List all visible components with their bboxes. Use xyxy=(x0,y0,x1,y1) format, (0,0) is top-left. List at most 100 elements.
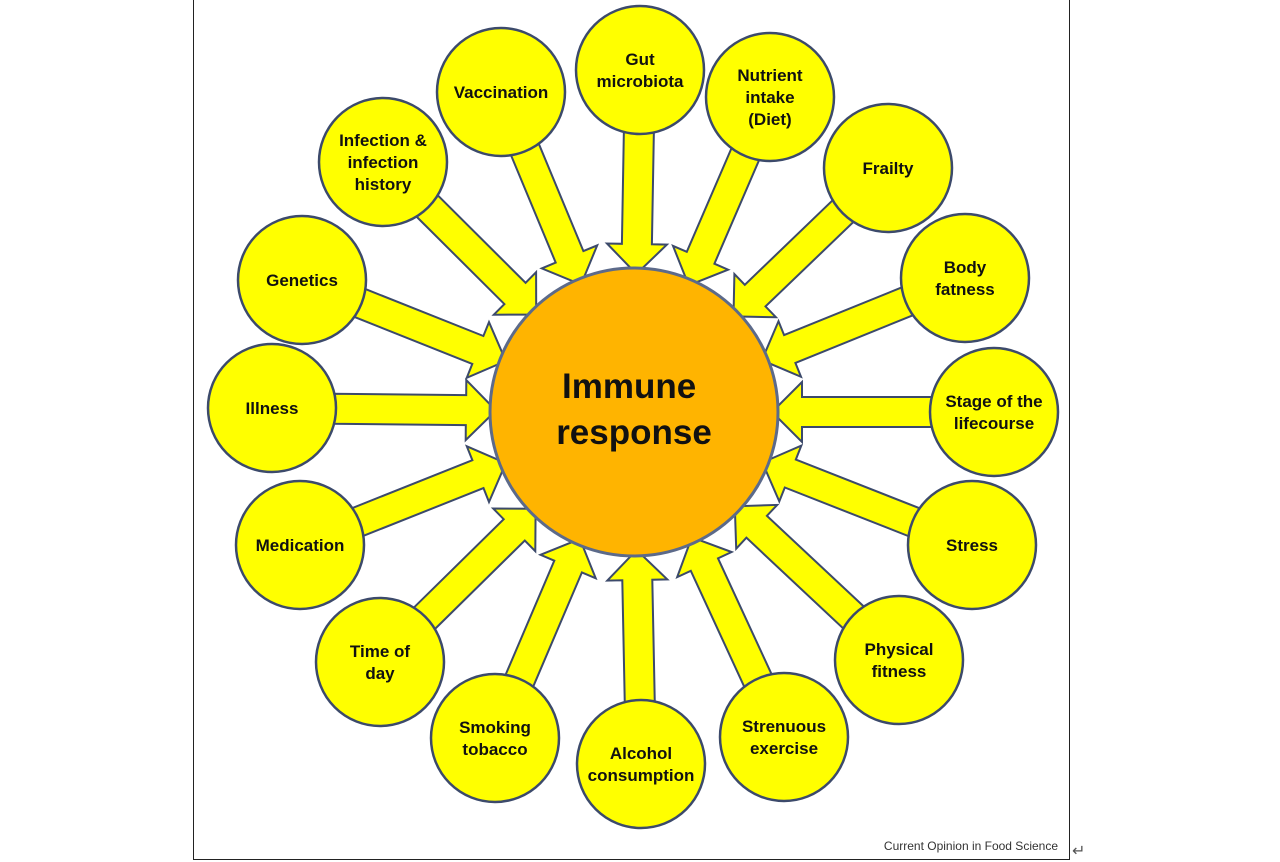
factor-bubble xyxy=(906,479,1038,611)
factor-bubble xyxy=(206,342,338,474)
factor-label-line: Medication xyxy=(256,536,345,555)
factor-label-line: Smoking xyxy=(459,718,531,737)
factor-bubble xyxy=(928,346,1060,478)
factor-bubble xyxy=(704,31,836,163)
center-label-line: response xyxy=(556,413,712,452)
factor-node-alcohol-consumption: Alcohol consumption xyxy=(575,698,707,830)
factor-label-line: tobacco xyxy=(462,740,527,759)
factor-label-line: day xyxy=(365,664,395,683)
arrow-gut-microbiota xyxy=(604,128,670,276)
factor-label: Strenuous exercise xyxy=(742,717,826,758)
factor-bubble xyxy=(429,672,561,804)
factor-label: Stress xyxy=(946,536,998,555)
source-credit: Current Opinion in Food Science xyxy=(883,839,1058,853)
center-label: Immune response xyxy=(556,367,712,452)
center-node: Immune response xyxy=(488,266,780,558)
factor-label: Illness xyxy=(246,399,299,418)
factor-node-frailty: Frailty xyxy=(822,102,954,234)
factor-node-infection-history: Infection & infection history xyxy=(317,96,449,228)
factor-label-line: Stage of the xyxy=(945,392,1042,411)
arrow-infection-history xyxy=(413,192,538,316)
arrow-medication xyxy=(348,444,508,538)
factor-label: Infection & infection history xyxy=(339,131,427,194)
factor-label-line: Genetics xyxy=(266,271,338,290)
factor-bubble xyxy=(314,596,446,728)
factor-label: Frailty xyxy=(862,159,914,178)
arrow-body-fatness xyxy=(760,285,917,379)
factor-label-line: infection xyxy=(348,153,419,172)
factor-label-line: Infection & xyxy=(339,131,427,150)
factor-bubble xyxy=(574,4,706,136)
arrow-stress xyxy=(761,443,923,539)
arrow-stage-of-lifecourse xyxy=(770,379,935,445)
factor-label: Medication xyxy=(256,536,345,555)
factor-label: Alcohol consumption xyxy=(588,744,695,785)
factor-node-smoking-tobacco: Smoking tobacco xyxy=(429,672,561,804)
factor-label-line: Vaccination xyxy=(454,83,548,102)
factor-bubble xyxy=(435,26,567,158)
factor-bubble xyxy=(718,671,850,803)
factor-label-line: lifecourse xyxy=(954,414,1034,433)
factor-label-line: history xyxy=(355,175,412,194)
arrow-alcohol-consumption xyxy=(604,548,670,706)
arrow-time-of-day xyxy=(410,507,537,633)
factor-node-medication: Medication xyxy=(234,479,366,611)
factor-bubble xyxy=(575,698,707,830)
factor-label-line: (Diet) xyxy=(748,110,791,129)
arrow-frailty xyxy=(732,197,857,319)
factor-label-line: Strenuous xyxy=(742,717,826,736)
factor-node-strenuous-exercise: Strenuous exercise xyxy=(718,671,850,803)
factor-label-line: Time of xyxy=(350,642,410,661)
factor-label: Body fatness xyxy=(935,258,995,299)
return-mark-glyph: ↵ xyxy=(1072,841,1086,860)
arrow-vaccination xyxy=(508,140,600,286)
factor-label: Nutrient intake (Diet) xyxy=(737,66,803,129)
center-circle xyxy=(488,266,780,558)
factor-label-line: fitness xyxy=(872,662,927,681)
center-label-line: Immune xyxy=(562,367,696,406)
factor-bubble xyxy=(833,594,965,726)
factor-label: Physical fitness xyxy=(865,640,934,681)
factor-node-illness: Illness xyxy=(206,342,338,474)
factor-bubble xyxy=(822,102,954,234)
factor-node-vaccination: Vaccination xyxy=(435,26,567,158)
factor-label-line: Alcohol xyxy=(610,744,672,763)
arrow-smoking-tobacco xyxy=(503,537,598,691)
factor-label: Stage of the lifecourse xyxy=(945,392,1042,433)
factor-bubble xyxy=(899,212,1031,344)
factor-label-line: Frailty xyxy=(862,159,914,178)
factor-label-line: Illness xyxy=(246,399,299,418)
factor-label-line: Nutrient xyxy=(737,66,803,85)
factor-node-body-fatness: Body fatness xyxy=(899,212,1031,344)
arrow-illness xyxy=(330,377,498,443)
arrow-nutrient-intake xyxy=(671,144,762,287)
factor-node-physical-fitness: Physical fitness xyxy=(833,594,965,726)
factor-node-genetics: Genetics xyxy=(236,214,368,346)
factor-label-line: fatness xyxy=(935,280,995,299)
factor-node-stage-of-lifecourse: Stage of the lifecourse xyxy=(928,346,1060,478)
arrows-layer xyxy=(330,128,935,706)
arrow-genetics xyxy=(350,286,508,380)
factor-label: Genetics xyxy=(266,271,338,290)
arrow-physical-fitness xyxy=(733,503,867,632)
factor-node-stress: Stress xyxy=(906,479,1038,611)
factor-label-line: microbiota xyxy=(597,72,684,91)
arrow-strenuous-exercise xyxy=(675,536,774,691)
factor-label-line: Body xyxy=(944,258,987,277)
factor-label: Smoking tobacco xyxy=(459,718,531,759)
factor-node-time-of-day: Time of day xyxy=(314,596,446,728)
factor-bubble xyxy=(234,479,366,611)
factor-bubble xyxy=(317,96,449,228)
factor-node-nutrient-intake: Nutrient intake (Diet) xyxy=(704,31,836,163)
factor-bubble xyxy=(236,214,368,346)
factor-label-line: Physical xyxy=(865,640,934,659)
factor-label: Time of day xyxy=(350,642,410,683)
factor-label: Vaccination xyxy=(454,83,548,102)
factor-label-line: consumption xyxy=(588,766,695,785)
factor-label-line: intake xyxy=(745,88,794,107)
factor-label-line: exercise xyxy=(750,739,818,758)
